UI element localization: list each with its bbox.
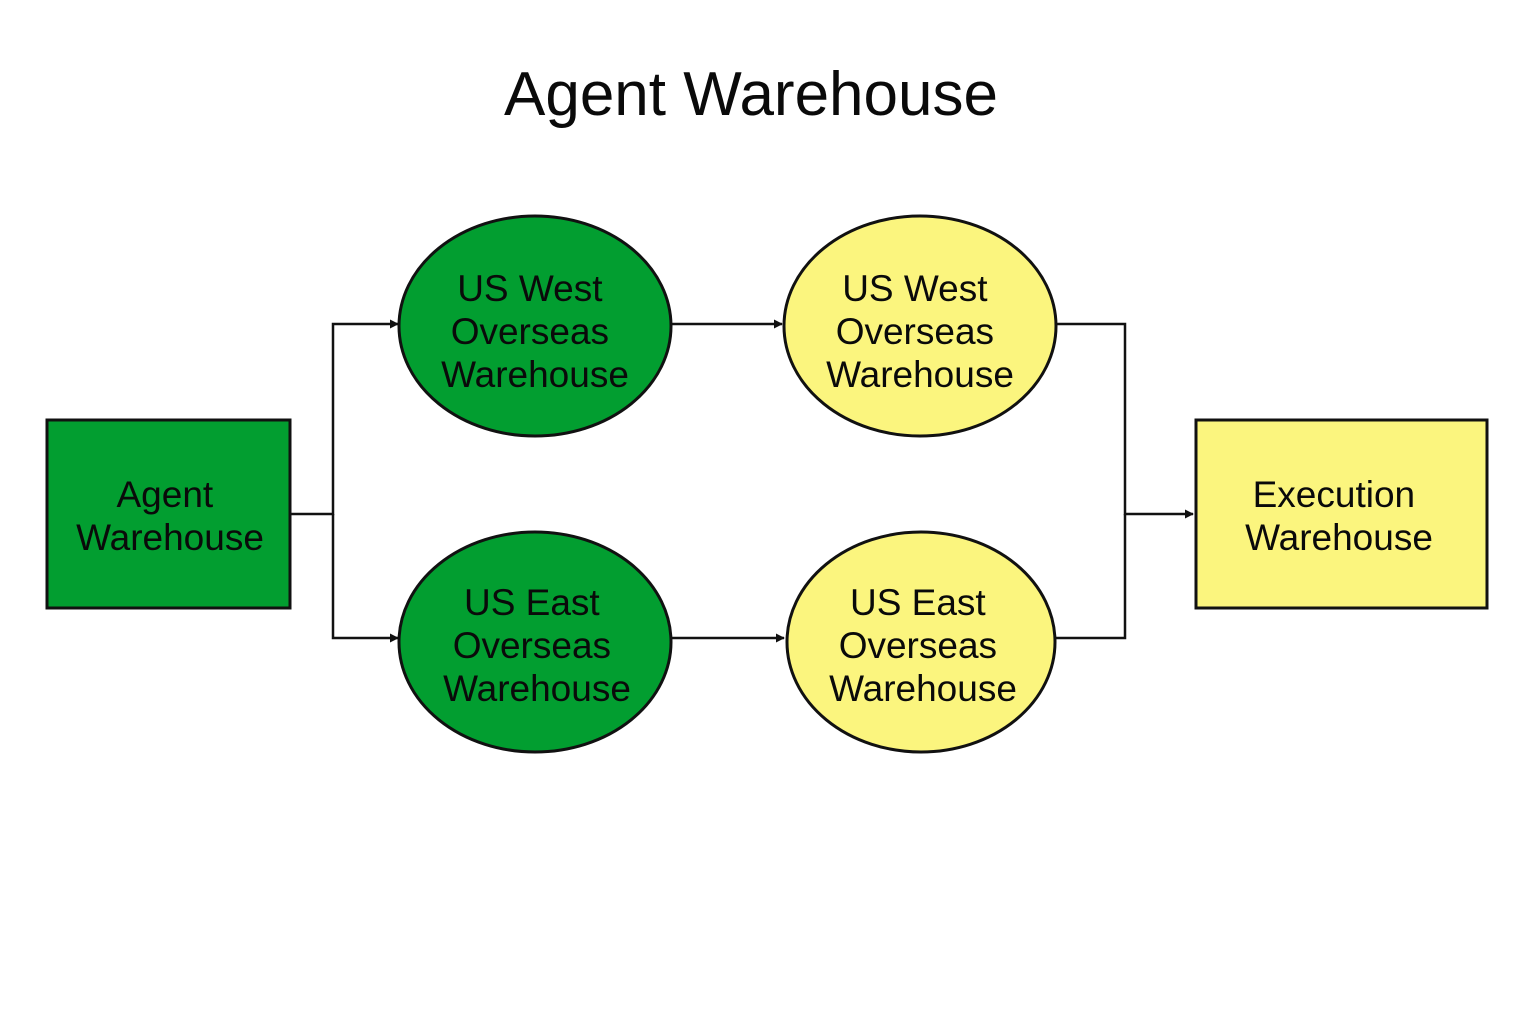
node-execution-warehouse: Execution Warehouse	[1194, 418, 1489, 610]
node-us-east-overseas-warehouse-yellow: US East Overseas Warehouse	[785, 530, 1057, 754]
node-us-east-yellow-label: US East Overseas Warehouse	[829, 582, 1017, 709]
node-execution-warehouse-label: Execution Warehouse	[1245, 474, 1433, 558]
diagram-title: Agent Warehouse	[504, 60, 998, 129]
node-agent-warehouse-label: Agent Warehouse	[76, 474, 264, 558]
node-us-east-green-label: US East Overseas Warehouse	[443, 582, 631, 709]
edge-us-west-yellow-to-execution	[1057, 322, 1194, 519]
node-us-west-overseas-warehouse-green: US West Overseas Warehouse	[397, 214, 673, 438]
node-us-east-overseas-warehouse-green: US East Overseas Warehouse	[397, 530, 673, 754]
node-us-west-overseas-warehouse-yellow: US West Overseas Warehouse	[782, 214, 1058, 438]
edge-us-east-yellow-to-execution	[1055, 514, 1127, 640]
node-us-west-yellow-label: US West Overseas Warehouse	[826, 268, 1014, 395]
edge-agent-to-us-west-green	[291, 319, 399, 516]
edge-agent-to-us-east-green	[331, 514, 399, 643]
node-agent-warehouse: Agent Warehouse	[45, 418, 292, 610]
node-us-west-green-label: US West Overseas Warehouse	[441, 268, 629, 395]
